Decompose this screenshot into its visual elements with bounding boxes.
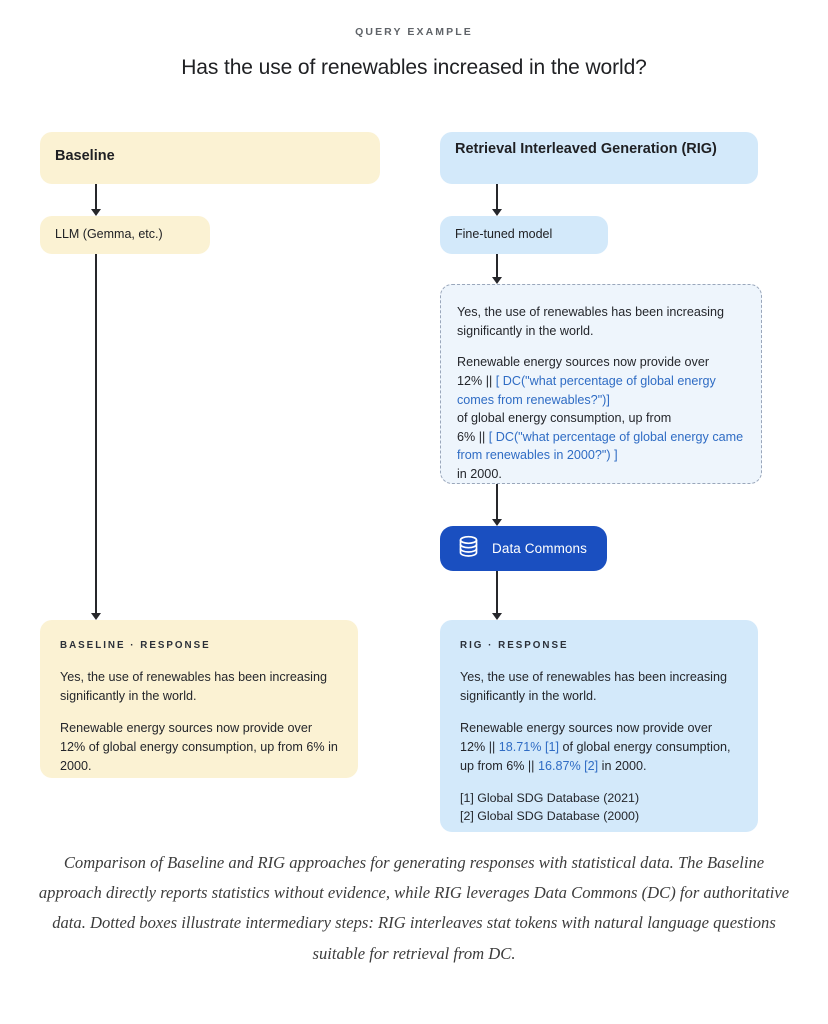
baseline-header-label: Baseline <box>55 148 115 164</box>
baseline-model-label: LLM (Gemma, etc.) <box>55 227 163 241</box>
intermediary-dc-token-2: [ DC("what percentage of global energy c… <box>457 429 744 463</box>
intermediary-stat-block: Renewable energy sources now provide ove… <box>457 353 745 483</box>
rig-p2-part-b: of global energy consumption, up from 6%… <box>460 739 731 773</box>
baseline-response-paragraph-2: Renewable energy sources now provide ove… <box>60 720 338 773</box>
rig-model-label: Fine-tuned model <box>455 227 553 241</box>
baseline-response-paragraph-1: Yes, the use of renewables has been incr… <box>60 670 327 703</box>
figure-caption: Comparison of Baseline and RIG approache… <box>38 853 790 963</box>
rig-arrow-intermediary-to-dc <box>491 484 502 526</box>
rig-arrow-model-to-intermediary <box>491 254 502 284</box>
rig-header-box: Retrieval Interleaved Generation (RIG) <box>440 132 758 184</box>
rig-header-label: Retrieval Interleaved Generation (RIG) <box>455 141 717 157</box>
data-commons-button[interactable]: Data Commons <box>440 526 607 571</box>
database-icon <box>458 535 479 563</box>
baseline-arrow-header-to-model <box>90 184 101 216</box>
rig-reference-list: [1] Global SDG Database (2021) [2] Globa… <box>460 790 738 826</box>
rig-arrow-dc-to-response <box>491 571 502 620</box>
intermediary-paragraph-1: Yes, the use of renewables has been incr… <box>457 305 724 338</box>
baseline-response-kicker: BASELINE · RESPONSE <box>60 640 211 651</box>
intermediary-line1: Renewable energy sources now provide ove… <box>457 355 710 370</box>
rig-response-paragraph-2: Renewable energy sources now provide ove… <box>460 719 738 776</box>
rig-arrow-header-to-model <box>491 184 502 216</box>
intermediary-line3: of global energy consumption, up from <box>457 411 672 426</box>
baseline-header-box: Baseline <box>40 132 380 184</box>
rig-stat-token-1: 18.71% [1] <box>498 739 559 754</box>
data-commons-label: Data Commons <box>492 541 587 556</box>
intermediary-line5: in 2000. <box>457 467 502 481</box>
rig-p2-part-a: Renewable energy sources now provide ove… <box>460 720 713 754</box>
baseline-arrow-model-to-response <box>90 254 101 620</box>
rig-p2-part-c: in 2000. <box>598 758 647 773</box>
rig-model-box: Fine-tuned model <box>440 216 608 254</box>
reference-item: [2] Global SDG Database (2000) <box>460 809 640 824</box>
rig-response-card: RIG · RESPONSE Yes, the use of renewable… <box>440 620 758 832</box>
intermediary-line4-plain: 6% || <box>457 429 489 444</box>
intermediary-line2-plain: 12% || <box>457 373 496 388</box>
rig-stat-token-2: 16.87% [2] <box>537 758 599 773</box>
baseline-model-box: LLM (Gemma, etc.) <box>40 216 210 254</box>
rig-intermediary-box: Yes, the use of renewables has been incr… <box>440 284 762 484</box>
rig-response-paragraph-1: Yes, the use of renewables has been incr… <box>460 670 727 703</box>
rig-response-kicker: RIG · RESPONSE <box>460 640 569 651</box>
intermediary-dc-token-1: [ DC("what percentage of global energy c… <box>457 373 716 407</box>
eyebrow-label: QUERY EXAMPLE <box>355 26 473 38</box>
baseline-response-card: BASELINE · RESPONSE Yes, the use of rene… <box>40 620 358 778</box>
page-title: Has the use of renewables increased in t… <box>181 56 647 79</box>
reference-item: [1] Global SDG Database (2021) <box>460 791 640 806</box>
